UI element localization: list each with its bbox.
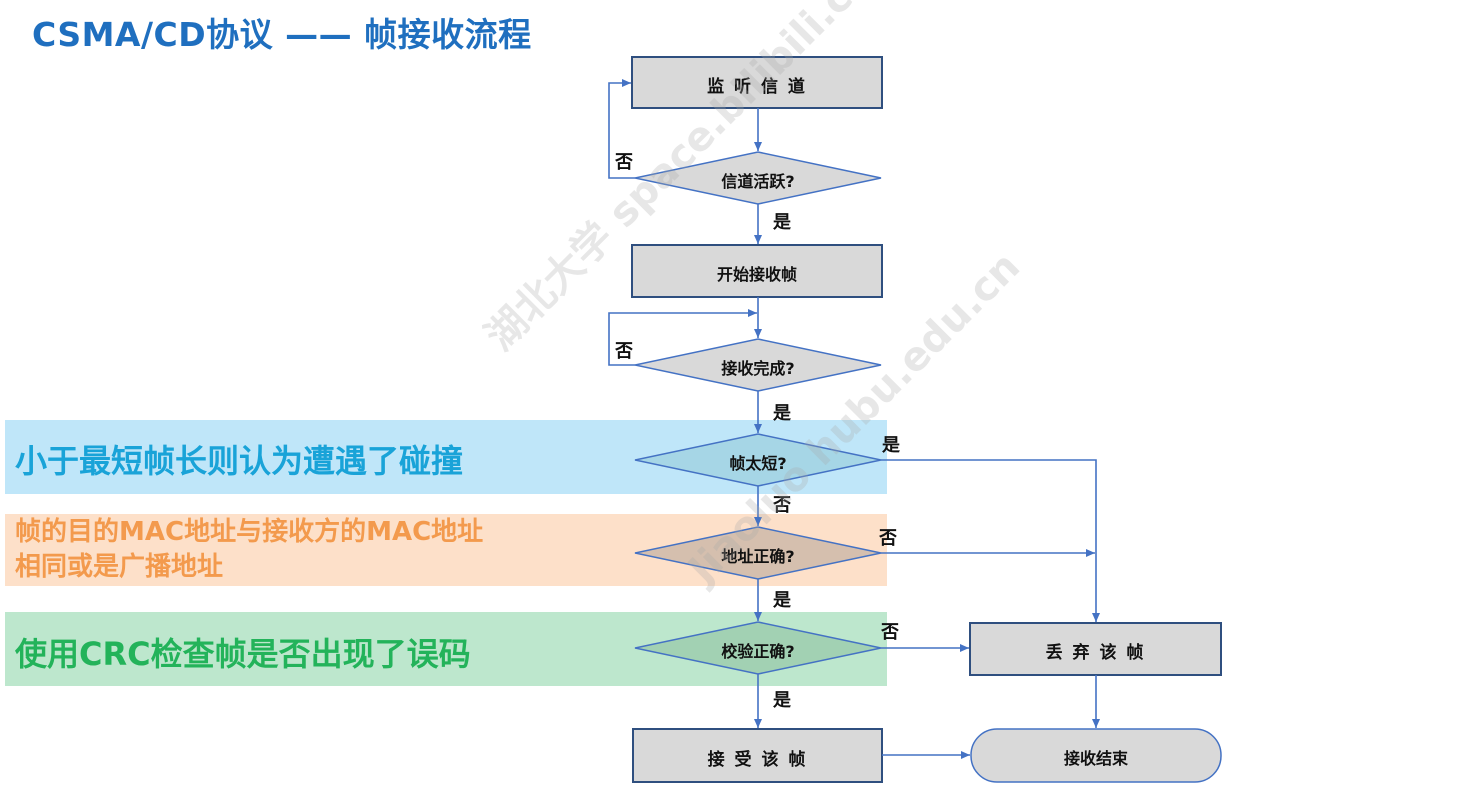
annotation-address-line1: 帧的目的MAC地址与接收方的MAC地址 [15,517,484,547]
edge-short-yes [881,459,1100,622]
node-listen-label: 监 听 信 道 [707,77,807,97]
edge-label-active-yes: 是 [773,212,791,233]
edge-label-short-no: 否 [773,495,791,516]
edge-label-short-yes: 是 [882,435,900,456]
node-channel-active-label: 信道活跃? [721,172,795,191]
node-receive-done-diamond [634,338,882,392]
node-end-terminal [970,728,1222,783]
node-listen-box [631,56,883,109]
node-accept-box [632,728,883,783]
edge-active-no-loop [608,79,635,179]
edge-label-done-no: 否 [615,341,633,362]
annotation-address-line2: 相同或是广播地址 [15,552,224,582]
node-address-label: 地址正确? [721,547,795,566]
page-title: CSMA/CD协议 —— 帧接收流程 [32,15,532,54]
node-start-receive-box [631,244,883,298]
edge-label-addr-no: 否 [879,528,897,549]
edge-label-check-yes: 是 [773,690,791,711]
node-start-receive-label: 开始接收帧 [716,265,797,284]
node-discard-box [969,622,1222,676]
edge-label-done-yes: 是 [773,403,791,424]
node-receive-done-label: 接收完成? [721,359,795,378]
edge-label-active-no: 否 [615,152,633,173]
node-checksum-label: 校验正确? [721,642,795,661]
node-channel-active-diamond [634,151,882,205]
node-too-short-label: 帧太短? [729,454,787,473]
edge-label-addr-yes: 是 [773,590,791,611]
node-accept-label: 接 受 该 帧 [707,750,808,770]
annotation-too-short: 小于最短帧长则认为遭遇了碰撞 [15,442,464,480]
node-discard-label: 丢 弃 该 帧 [1045,643,1146,663]
edge-done-no-loop [608,309,757,366]
annotation-crc: 使用CRC检查帧是否出现了误码 [15,635,471,673]
node-end-label: 接收结束 [1063,749,1128,768]
edge-label-check-no: 否 [881,622,899,643]
